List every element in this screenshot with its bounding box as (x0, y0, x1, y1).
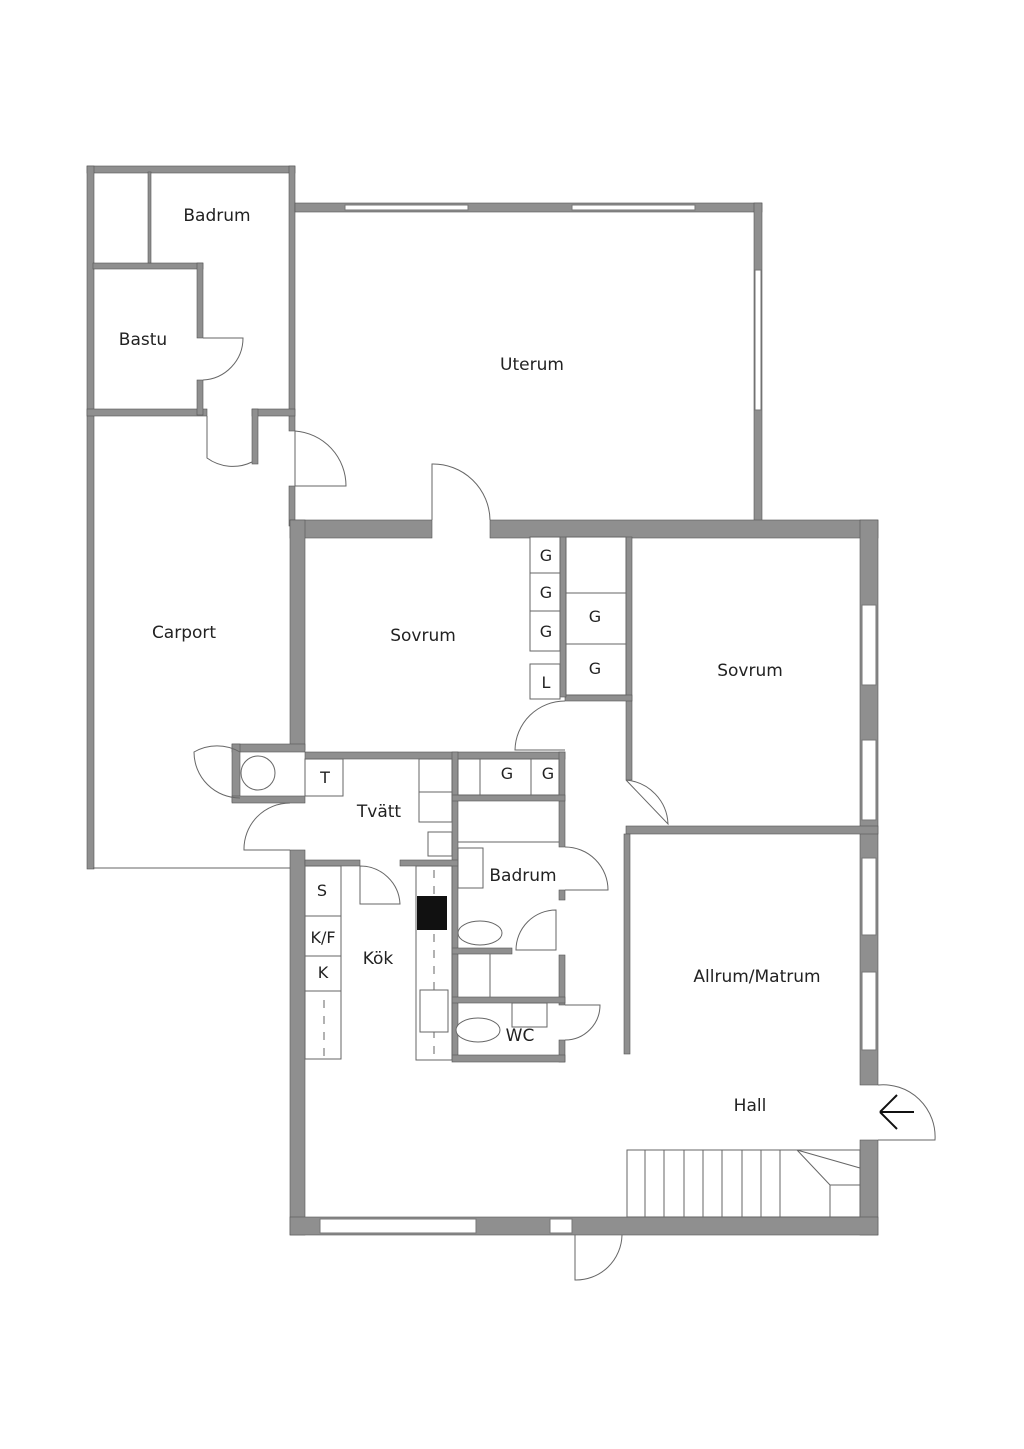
room-label-badrum-upper: Badrum (183, 206, 250, 226)
room-label-wc: WC (506, 1026, 535, 1046)
sink-icon (419, 989, 449, 1033)
dryer-label: T (319, 768, 330, 787)
stove-icon (417, 896, 447, 930)
wardrobe-label: G (540, 622, 552, 641)
room-label-badrum: Badrum (489, 866, 556, 886)
washbasin-icon (511, 1002, 548, 1028)
washbasin-icon (457, 847, 484, 889)
wardrobe-label: G (540, 583, 552, 602)
toilet-icon (457, 920, 503, 946)
cabinet-label: S (317, 881, 327, 900)
wardrobe-label: G (501, 764, 513, 783)
stairs (626, 1149, 861, 1218)
room-label-sovrum-left: Sovrum (390, 626, 456, 646)
linen-closet-label: L (542, 673, 551, 692)
fixture-labels: G G G L G G G G T S K/F K (310, 546, 601, 982)
room-label-kok: Kök (363, 949, 394, 969)
fixtures (240, 536, 861, 1218)
toilet-icon (455, 1017, 501, 1043)
room-label-tvatt: Tvätt (356, 802, 402, 822)
room-label-bastu: Bastu (119, 330, 167, 350)
windows (319, 204, 877, 1234)
room-label-allrum: Allrum/Matrum (693, 967, 820, 987)
chimney-icon (240, 755, 276, 791)
entrance-arrow-icon (879, 1094, 914, 1130)
room-labels: Badrum Bastu Uterum Carport Sovrum Sovru… (119, 206, 821, 1116)
fridge-freezer-label: K/F (310, 928, 335, 947)
doors (193, 337, 936, 1281)
wardrobe-label: G (589, 607, 601, 626)
fridge-label: K (318, 963, 329, 982)
room-label-carport: Carport (152, 623, 216, 643)
wardrobe-label: G (540, 546, 552, 565)
room-label-uterum: Uterum (500, 355, 564, 375)
room-label-hall: Hall (734, 1096, 767, 1116)
wardrobe-label: G (542, 764, 554, 783)
room-label-sovrum-right: Sovrum (717, 661, 783, 681)
wardrobe-label: G (589, 659, 601, 678)
